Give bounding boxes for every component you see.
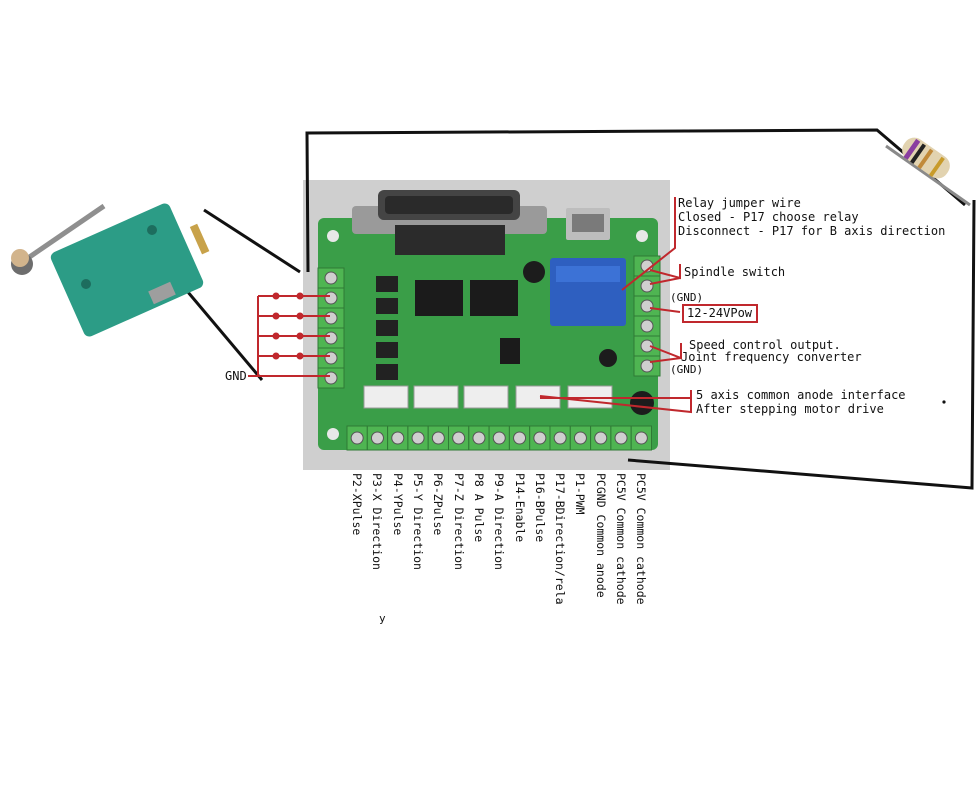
power-input-label: 12-24VPow	[682, 304, 758, 323]
relay-jumper-title: Relay jumper wire	[678, 196, 801, 210]
mount-hole-icon	[327, 428, 339, 440]
terminal-screw-icon	[370, 431, 384, 445]
left-red-dots	[272, 292, 304, 360]
usb-port-icon	[566, 208, 610, 240]
pin-label: P6-ZPulse	[431, 473, 446, 536]
capacitor-icon	[630, 391, 654, 415]
stepping-driver-label: After stepping motor drive	[696, 402, 884, 416]
terminal-screw-icon	[324, 351, 338, 365]
terminal-screw-icon	[324, 291, 338, 305]
capacitor-icon	[599, 349, 617, 367]
mount-hole-icon	[327, 230, 339, 242]
pin-label: P16-BPulse	[532, 473, 547, 543]
db25-connector-icon	[352, 190, 547, 255]
terminal-screw-icon	[391, 431, 405, 445]
stray-character: y	[379, 612, 386, 625]
terminal-screw-icon	[594, 431, 608, 445]
terminal-screw-icon	[640, 319, 654, 333]
stray-dot	[942, 400, 946, 404]
terminal-screw-icon	[640, 359, 654, 373]
terminal-screw-icon	[411, 431, 425, 445]
terminal-screw-icon	[492, 431, 506, 445]
pin-label: P8 A Pulse	[471, 473, 486, 543]
right-terminal-block	[633, 255, 661, 377]
terminal-screw-icon	[324, 371, 338, 385]
terminal-screw-icon	[553, 431, 567, 445]
pin-label: P4-YPulse	[390, 473, 405, 536]
gnd-top-label: (GND)	[670, 291, 704, 304]
limit-switch-icon	[11, 203, 210, 337]
terminal-screw-icon	[614, 431, 628, 445]
relay-jumper-closed: Closed - P17 choose relay	[678, 210, 859, 224]
ic-chip-icon	[470, 280, 518, 316]
optocoupler-column-icon	[376, 276, 398, 380]
resistor-icon	[885, 137, 971, 207]
pin-label: P7-Z Direction	[451, 473, 466, 570]
mount-hole-icon	[636, 230, 648, 242]
terminal-screw-icon	[324, 331, 338, 345]
pin-label: P9-A Direction	[492, 473, 507, 570]
terminal-screw-icon	[431, 431, 445, 445]
terminal-screw-icon	[634, 431, 648, 445]
ic-chip-icon	[500, 338, 520, 364]
speed-control-label: Speed control output.	[689, 338, 841, 352]
terminal-screw-icon	[472, 431, 486, 445]
pin-label: PC5V Common cathode	[634, 473, 649, 605]
terminal-screw-icon	[640, 339, 654, 353]
pin-label: P17-BDirection/rela	[553, 473, 568, 605]
spindle-switch-label: Spindle switch	[684, 265, 786, 279]
ic-chip-icon	[415, 280, 463, 316]
terminal-screw-icon	[640, 279, 654, 293]
terminal-screw-icon	[324, 311, 338, 325]
left-terminal-block	[317, 267, 345, 389]
terminal-screw-icon	[640, 299, 654, 313]
capacitor-icon	[523, 261, 545, 283]
terminal-screw-icon	[573, 431, 587, 445]
relay-icon	[550, 258, 626, 326]
terminal-screw-icon	[513, 431, 527, 445]
gnd-bottom-label: (GND)	[670, 363, 704, 376]
pin-label: P1-PWM	[573, 473, 588, 515]
gnd-left-label: GND	[225, 369, 247, 383]
terminal-screw-icon	[452, 431, 466, 445]
pin-label: P3-X Direction	[370, 473, 385, 570]
terminal-screw-icon	[533, 431, 547, 445]
terminal-screw-icon	[324, 271, 338, 285]
right-red-leaders	[539, 197, 692, 414]
left-red-leaders	[248, 295, 330, 377]
relay-jumper-disconnect: Disconnect - P17 for B axis direction	[678, 224, 946, 238]
common-anode-interface-label: 5 axis common anode interface	[696, 388, 906, 402]
pin-label: P2-XPulse	[350, 473, 365, 536]
bottom-terminal-block	[346, 425, 653, 451]
frequency-converter-label: Joint frequency converter	[681, 350, 862, 364]
pin-label: PCGND Common anode	[593, 473, 608, 598]
pin-label: PC5V Common cathode	[614, 473, 629, 605]
pin-label: P5-Y Direction	[411, 473, 426, 570]
pin-label: P14-Enable	[512, 473, 527, 543]
terminal-screw-icon	[350, 431, 364, 445]
